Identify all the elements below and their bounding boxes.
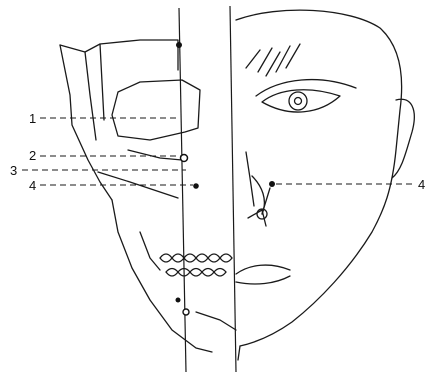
point-4-left [193, 183, 199, 189]
vertical-line-skull [179, 8, 186, 372]
vertical-line-midline [230, 6, 236, 372]
skull-half [60, 40, 236, 352]
label-1: 1 [29, 111, 36, 126]
point-mandible [176, 298, 181, 303]
label-4-left: 4 [29, 178, 36, 193]
label-3: 3 [10, 163, 17, 178]
point-chin [183, 309, 189, 315]
point-orbit-top [176, 42, 182, 48]
label-4-right: 4 [418, 177, 425, 192]
label-2: 2 [29, 148, 36, 163]
point-4-right [269, 181, 275, 187]
face-half [236, 10, 414, 360]
